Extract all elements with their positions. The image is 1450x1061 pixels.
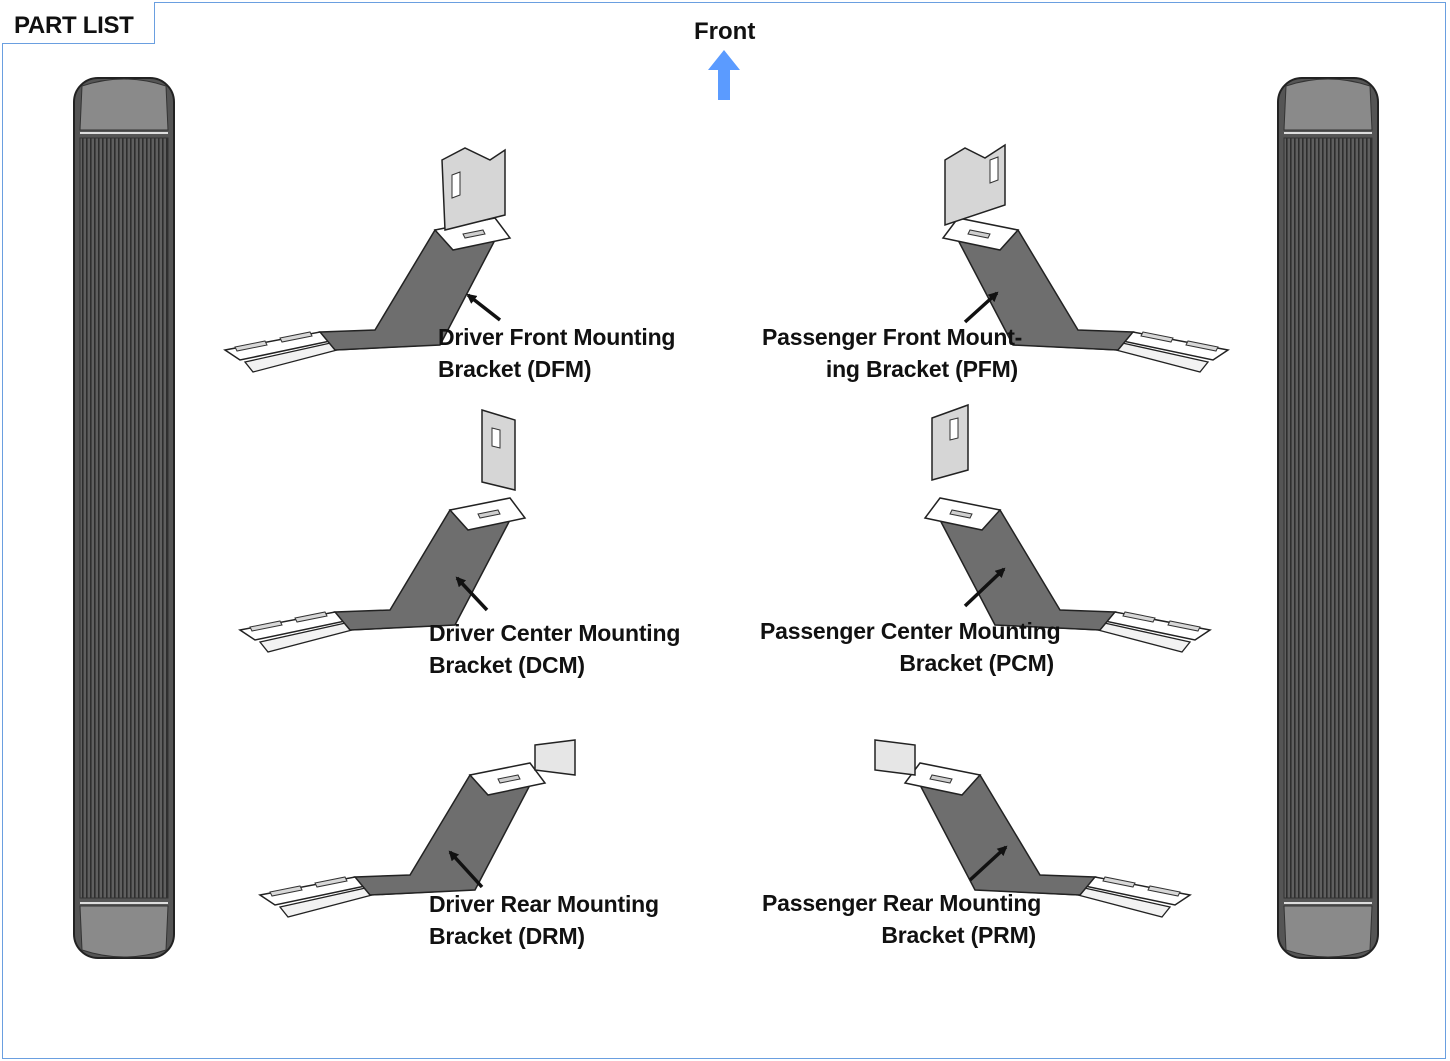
prm-label-line1: Passenger Rear Mounting bbox=[762, 890, 1042, 916]
dcm-bracket-illustration bbox=[239, 408, 526, 653]
part-list-header-box: PART LIST bbox=[2, 2, 155, 44]
pcm-bracket-illustration bbox=[924, 403, 1211, 653]
prm-label-line2: Bracket (PRM) bbox=[881, 922, 1036, 948]
pfm-label: Passenger Front Mount- ing Bracket (PFM) bbox=[762, 321, 1023, 385]
prm-pointer-arrow-icon bbox=[968, 845, 1008, 882]
pfm-label-line2: ing Bracket (PFM) bbox=[825, 356, 1018, 382]
drm-pointer-arrow-icon bbox=[448, 850, 484, 889]
left-running-board bbox=[73, 77, 175, 959]
pfm-pointer-arrow-icon bbox=[963, 291, 999, 324]
prm-label: Passenger Rear Mounting Bracket (PRM) bbox=[762, 887, 1042, 951]
pfm-bracket-illustration bbox=[942, 143, 1229, 373]
drm-label-line2: Bracket (DRM) bbox=[429, 923, 585, 949]
dcm-label-line1: Driver Center Mounting bbox=[429, 620, 681, 646]
front-label: Front bbox=[694, 18, 756, 45]
dfm-pointer-arrow-icon bbox=[466, 293, 502, 322]
part-list-title: PART LIST bbox=[14, 12, 134, 39]
right-running-board bbox=[1277, 77, 1379, 959]
drm-label: Driver Rear Mounting Bracket (DRM) bbox=[429, 888, 659, 952]
front-arrow-icon bbox=[708, 50, 740, 100]
pcm-label-line1: Passenger Center Mounting bbox=[760, 618, 1061, 644]
pfm-label-line1: Passenger Front Mount- bbox=[762, 324, 1023, 350]
dcm-label-line2: Bracket (DCM) bbox=[429, 652, 585, 678]
dfm-label-line2: Bracket (DFM) bbox=[438, 356, 592, 382]
dfm-label-line1: Driver Front Mounting bbox=[438, 324, 676, 350]
pcm-label-line2: Bracket (PCM) bbox=[899, 650, 1054, 676]
dfm-label: Driver Front Mounting Bracket (DFM) bbox=[438, 321, 675, 385]
dfm-bracket-illustration bbox=[224, 147, 511, 373]
dcm-label: Driver Center Mounting Bracket (DCM) bbox=[429, 617, 680, 681]
pcm-pointer-arrow-icon bbox=[963, 567, 1006, 608]
prm-bracket-illustration bbox=[874, 739, 1191, 918]
dcm-pointer-arrow-icon bbox=[455, 576, 489, 612]
drm-bracket-illustration bbox=[259, 739, 576, 918]
drm-label-line1: Driver Rear Mounting bbox=[429, 891, 659, 917]
pcm-label: Passenger Center Mounting Bracket (PCM) bbox=[760, 615, 1061, 679]
